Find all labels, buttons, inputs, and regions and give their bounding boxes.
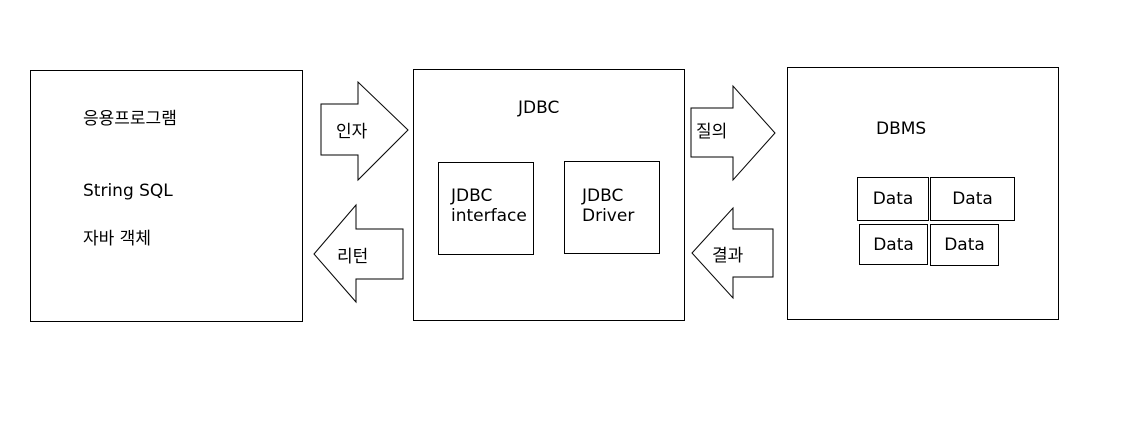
string-sql-label: String SQL	[83, 181, 173, 201]
return-arrow: 리턴	[313, 203, 404, 304]
jdbc-driver-line2: Driver	[582, 206, 635, 227]
data-cell: Data	[930, 224, 999, 266]
query-label: 질의	[696, 122, 727, 142]
jdbc-driver-box: JDBC Driver	[564, 161, 660, 254]
data-cell: Data	[859, 224, 928, 265]
result-arrow: 결과	[691, 206, 774, 300]
data-cell: Data	[930, 177, 1015, 221]
application-program-box: 응용프로그램 String SQL 자바 객체	[30, 70, 303, 322]
jdbc-box: JDBC JDBC interface JDBC Driver	[413, 69, 685, 321]
dbms-title: DBMS	[876, 119, 927, 139]
jdbc-interface-line1: JDBC	[451, 186, 493, 206]
jdbc-driver-label: JDBC Driver	[582, 186, 634, 227]
java-object-label: 자바 객체	[83, 229, 151, 249]
application-program-title: 응용프로그램	[83, 109, 177, 129]
data-cell: Data	[857, 177, 929, 221]
jdbc-driver-line1: JDBC	[582, 186, 624, 206]
return-label: 리턴	[337, 247, 368, 267]
jdbc-interface-box: JDBC interface	[438, 162, 534, 255]
jdbc-interface-label: JDBC interface	[451, 186, 527, 227]
query-arrow: 질의	[690, 84, 776, 182]
jdbc-interface-line2: interface	[451, 206, 527, 227]
result-label: 결과	[712, 246, 744, 266]
argument-arrow: 인자	[320, 80, 409, 182]
jdbc-title: JDBC	[518, 98, 560, 118]
argument-label: 인자	[336, 122, 368, 142]
